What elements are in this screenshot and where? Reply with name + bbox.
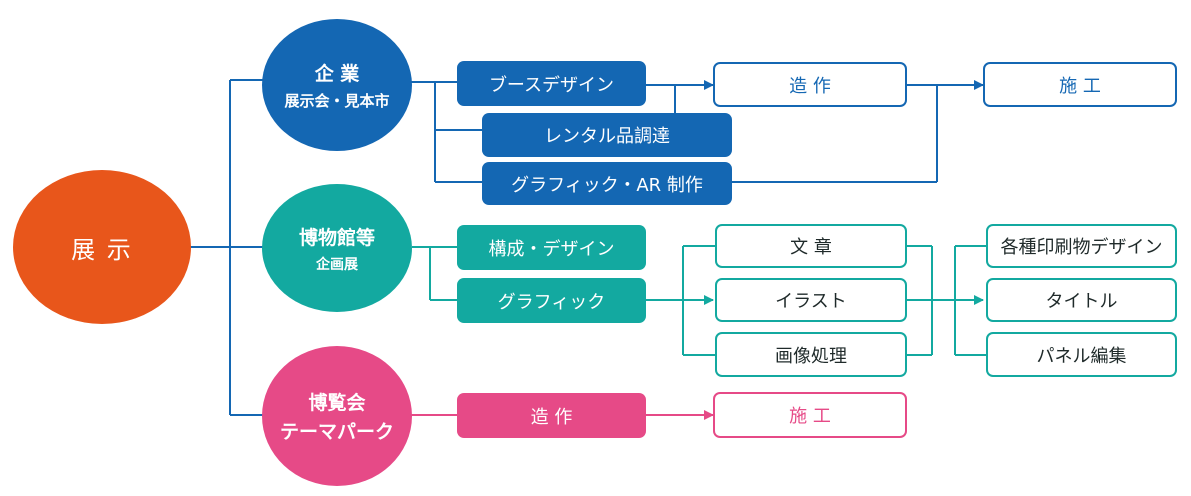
category-corporate: 企 業 展示会・見本市: [262, 19, 412, 151]
booth-design-label: ブースデザイン: [488, 74, 615, 96]
expo-fabrication-box: 造 作: [457, 393, 646, 438]
rental-procurement-label: レンタル品調達: [544, 126, 670, 147]
corporate-construction-label: 施 工: [1059, 75, 1101, 97]
category-corporate-subtitle: 展示会・見本市: [284, 92, 390, 110]
category-museum: 博物館等 企画展: [262, 184, 412, 312]
graphic-ar-label: グラフィック・AR 制作: [511, 174, 703, 196]
corporate-construction-box: 施 工: [983, 62, 1177, 107]
root-node-exhibition: 展 示: [13, 170, 191, 324]
illustration-label: イラスト: [775, 291, 847, 312]
image-processing-box: 画像処理: [715, 332, 907, 377]
print-design-box: 各種印刷物デザイン: [986, 224, 1177, 268]
museum-graphic-box: グラフィック: [457, 278, 646, 323]
print-design-label: 各種印刷物デザイン: [1000, 237, 1163, 258]
graphic-ar-box: グラフィック・AR 制作: [482, 162, 732, 205]
panel-editing-label: パネル編集: [1036, 345, 1127, 367]
rental-procurement-box: レンタル品調達: [482, 113, 732, 157]
expo-fabrication-label: 造 作: [530, 406, 573, 428]
root-label: 展 示: [71, 235, 133, 264]
corporate-fabrication-box: 造 作: [713, 62, 907, 107]
booth-design-box: ブースデザイン: [457, 61, 646, 106]
expo-construction-label: 施 工: [789, 406, 831, 427]
text-writing-box: 文 章: [715, 224, 907, 268]
text-writing-label: 文 章: [790, 237, 832, 258]
category-expo: 博覧会 テーマパーク: [262, 346, 412, 486]
category-expo-line2: テーマパーク: [279, 421, 394, 443]
category-museum-subtitle: 企画展: [316, 256, 358, 273]
category-museum-title: 博物館等: [298, 226, 375, 249]
expo-construction-box: 施 工: [713, 392, 907, 438]
image-processing-label: 画像処理: [775, 345, 847, 367]
title-box: タイトル: [986, 278, 1177, 322]
illustration-box: イラスト: [715, 278, 907, 322]
panel-editing-box: パネル編集: [986, 332, 1177, 377]
category-expo-line1: 博覧会: [308, 392, 366, 414]
museum-graphic-label: グラフィック: [497, 291, 606, 313]
category-corporate-title: 企 業: [314, 63, 360, 85]
title-label: タイトル: [1045, 291, 1118, 312]
corporate-fabrication-label: 造 作: [789, 75, 831, 97]
composition-design-label: 構成・デザイン: [488, 238, 615, 260]
composition-design-box: 構成・デザイン: [457, 225, 646, 270]
